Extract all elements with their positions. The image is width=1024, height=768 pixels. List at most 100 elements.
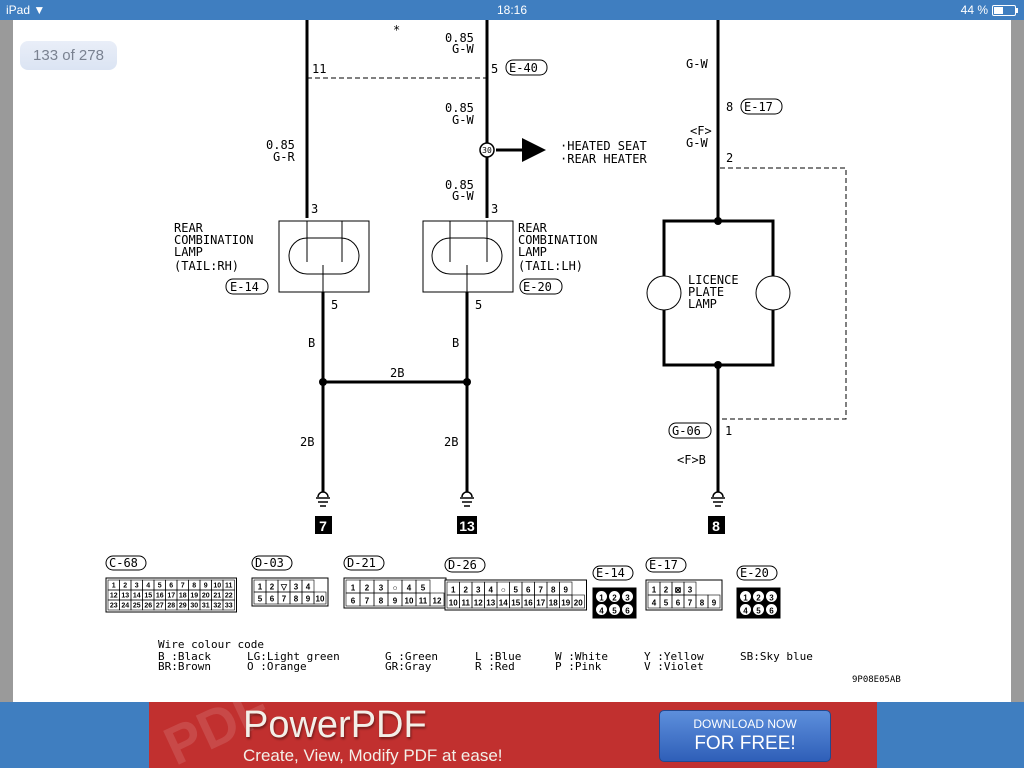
pin-number: 13 xyxy=(121,593,129,600)
connector-tag-e40 xyxy=(505,59,548,76)
battery-icon xyxy=(992,4,1018,16)
pin-number: 7 xyxy=(282,595,287,604)
battery-fill xyxy=(994,6,1003,14)
legend-entry: R :Red xyxy=(475,660,515,673)
pin-number: 6 xyxy=(351,597,356,606)
pin-number: 10 xyxy=(449,599,458,608)
left-pin-5: 5 xyxy=(331,298,338,312)
left-wire-color: G-R xyxy=(273,150,295,164)
pin-number: 6 xyxy=(769,607,774,616)
clock: 18:16 xyxy=(496,3,528,17)
pin-socket xyxy=(622,604,633,615)
pin-number: 16 xyxy=(156,593,164,600)
connector-tag-g06 xyxy=(668,422,712,439)
ground-8: 8 xyxy=(712,518,720,534)
pin-socket xyxy=(609,604,620,615)
ad-brand: PowerPDF xyxy=(243,704,427,746)
pin-number: 23 xyxy=(110,603,118,610)
legend-entry: L :Blue xyxy=(475,650,521,663)
pin-number: ▽ xyxy=(280,583,288,592)
pin-number: 10 xyxy=(405,597,414,606)
mid-connector: E-20 xyxy=(523,280,552,294)
pin-number: 8 xyxy=(294,595,299,604)
status-right: 44 % xyxy=(961,3,1018,17)
right-pin-2: 2 xyxy=(726,151,733,165)
pin-number: 2 xyxy=(612,594,617,603)
connector-tag-e20 xyxy=(519,278,563,295)
rear-combination-lamp-lh xyxy=(422,220,514,293)
junction-dots xyxy=(319,217,722,386)
pin-number: 5 xyxy=(421,584,426,593)
junction-30 xyxy=(479,142,495,158)
mid-top-size: 0.85 xyxy=(445,31,474,45)
left-ground-wire: 2B xyxy=(300,435,314,449)
connector-id: D-26 xyxy=(448,558,477,572)
pin-number: 2 xyxy=(464,586,469,595)
connector-tag xyxy=(736,565,778,581)
legend-title: Wire colour code xyxy=(158,638,264,651)
mid-ground-wire: 2B xyxy=(444,435,458,449)
connector-tag-e14 xyxy=(225,278,269,295)
ground-13: 13 xyxy=(459,518,475,534)
mid-wire-color: G-W xyxy=(452,113,474,127)
pin-11: 11 xyxy=(312,62,326,76)
pin-number: 9 xyxy=(564,586,569,595)
pin-number: 33 xyxy=(225,603,233,610)
pdf-page[interactable]: 30 7 13 8 * 11 0.85 G-R 3 5 REAR COMBINA… xyxy=(13,20,1011,702)
connector-tag xyxy=(343,555,385,571)
mid-low-size: 0.85 xyxy=(445,178,474,192)
pin-number: 18 xyxy=(179,593,187,600)
licence-label-1: LICENCE xyxy=(688,273,739,287)
pin-number: 19 xyxy=(561,599,570,608)
pin-socket xyxy=(766,591,777,602)
right-pin-8: 8 xyxy=(726,100,733,114)
pin-socket xyxy=(766,604,777,615)
pin-socket xyxy=(740,604,751,615)
pin-cell xyxy=(707,594,721,609)
right-lamp-label-1: REAR xyxy=(518,221,548,235)
pin-number: 1 xyxy=(599,594,604,603)
pin-number: 1 xyxy=(743,594,748,603)
right-wire-color-top: G-W xyxy=(686,57,708,71)
pin-number: 2 xyxy=(365,584,370,593)
wiring-diagram: 30 7 13 8 * 11 0.85 G-R 3 5 REAR COMBINA… xyxy=(105,20,901,685)
left-lamp-label-1: REAR xyxy=(174,221,204,235)
pin-number: 9 xyxy=(204,583,208,590)
pin-number: 6 xyxy=(169,583,173,590)
ground-badges xyxy=(315,516,725,534)
connector-tag xyxy=(592,565,634,581)
connector-id: D-03 xyxy=(255,556,284,570)
right-variant: <F> xyxy=(690,124,712,138)
pin-number: 14 xyxy=(133,593,141,600)
pin-number: 3 xyxy=(769,594,774,603)
pin-number: 7 xyxy=(539,586,544,595)
pin-number: 2 xyxy=(664,586,669,595)
pin-number: 8 xyxy=(551,586,556,595)
pin-number: 11 xyxy=(225,583,233,590)
right-connector-e17: E-17 xyxy=(744,100,773,114)
ad-margin-right xyxy=(877,702,1024,768)
mid-pin-5-out: 5 xyxy=(475,298,482,312)
legend-entry: Y :Yellow xyxy=(644,650,704,663)
pin-number: 3 xyxy=(476,586,481,595)
pin-number: 27 xyxy=(156,603,164,610)
pin-number: 17 xyxy=(167,593,175,600)
pin-number: 7 xyxy=(688,599,693,608)
connector-id: D-21 xyxy=(347,556,376,570)
pin-number: 6 xyxy=(270,595,275,604)
connector-id: E-17 xyxy=(649,558,678,572)
ad-tagline: Create, View, Modify PDF at ease! xyxy=(243,746,503,765)
pin-number: 1 xyxy=(258,583,263,592)
shield-lines xyxy=(307,77,847,420)
pin-number: 5 xyxy=(258,595,263,604)
legend-entry: SB:Sky blue xyxy=(740,650,813,663)
ad-banner[interactable]: PDF PowerPDF Create, View, Modify PDF at… xyxy=(149,702,877,768)
download-button[interactable]: DOWNLOAD NOW FOR FREE! xyxy=(659,710,831,762)
legend-entry: W :White xyxy=(555,650,608,663)
pin-number: 9 xyxy=(393,597,398,606)
status-bar: iPad ▼ 18:16 44 % xyxy=(0,0,1024,20)
branch-heated-seat: ·HEATED SEAT xyxy=(560,139,647,153)
